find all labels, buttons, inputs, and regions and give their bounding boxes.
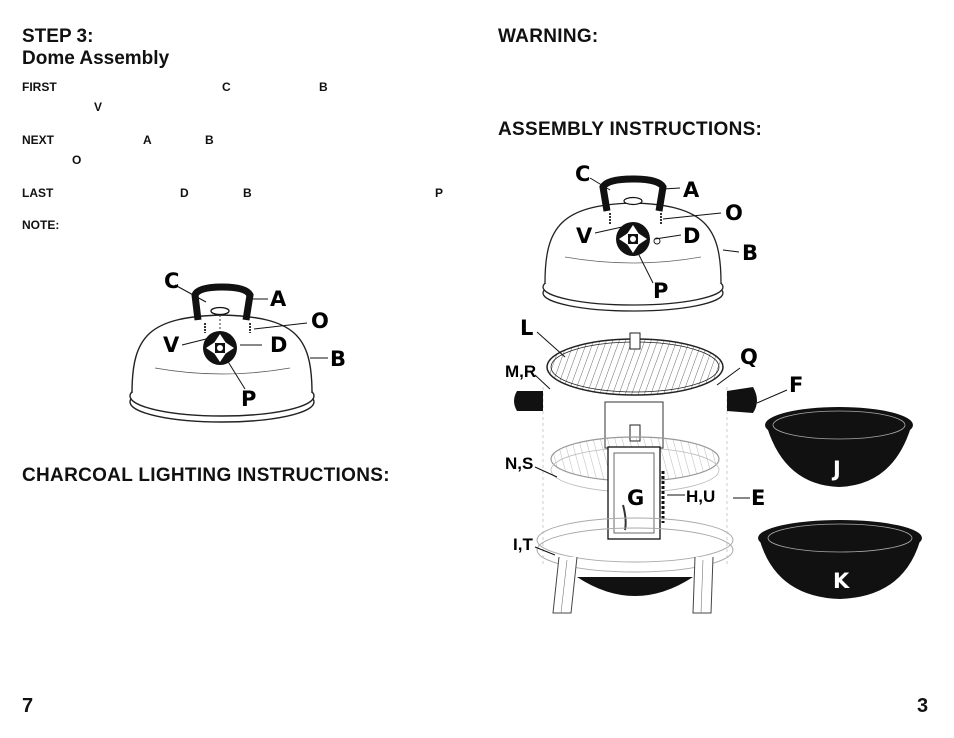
page-number-right: 3 [917,695,929,717]
next-part-letter: O [72,153,82,167]
label-v: V [576,224,593,248]
page-number-left: 7 [22,695,34,717]
label-d: D [270,333,287,357]
label-c: C [164,269,179,293]
label-p: P [653,279,668,303]
label-n-s: N,S [505,454,533,473]
label-j: J [831,457,841,481]
next-part-letter: B [205,133,214,147]
label-d: D [683,224,700,248]
first-keyword: FIRST [22,80,57,94]
label-e: E [751,486,765,510]
label-i-t: I,T [513,535,533,554]
first-part-letter: V [94,100,103,114]
warning-heading: WARNING: [498,26,599,47]
next-part-letter: A [143,133,152,147]
label-m-r: M,R [505,362,536,381]
label-k: K [833,569,850,593]
label-h-u: H,U [686,487,715,506]
label-a: A [683,178,700,202]
label-o: O [725,201,743,225]
smoker-exploded-diagram: C A O V D B P L Q M,R F N,S G H,U E I,T … [505,162,922,614]
step-title: STEP 3: [22,26,94,47]
first-part-letter: B [319,80,328,94]
dome-assembly-diagram: C A O V D B P [129,269,346,423]
charcoal-lighting-heading: CHARCOAL LIGHTING INSTRUCTIONS: [22,465,390,486]
label-o: O [311,309,329,333]
label-b: B [742,241,758,265]
next-keyword: NEXT [22,133,55,147]
last-part-letter: B [243,186,252,200]
label-l: L [520,316,533,340]
first-part-letter: C [222,80,231,94]
label-a: A [270,287,287,311]
step-subtitle: Dome Assembly [22,48,170,69]
label-g: G [627,486,644,510]
last-part-letter: P [435,186,444,200]
label-v: V [163,333,180,357]
label-b: B [330,347,346,371]
label-p: P [241,387,256,411]
label-q: Q [740,345,758,369]
last-part-letter: D [180,186,189,200]
label-f: F [789,373,803,397]
assembly-instructions-heading: ASSEMBLY INSTRUCTIONS: [498,119,763,140]
label-c: C [575,162,590,186]
last-keyword: LAST [22,186,54,200]
note-label: NOTE: [22,218,60,232]
